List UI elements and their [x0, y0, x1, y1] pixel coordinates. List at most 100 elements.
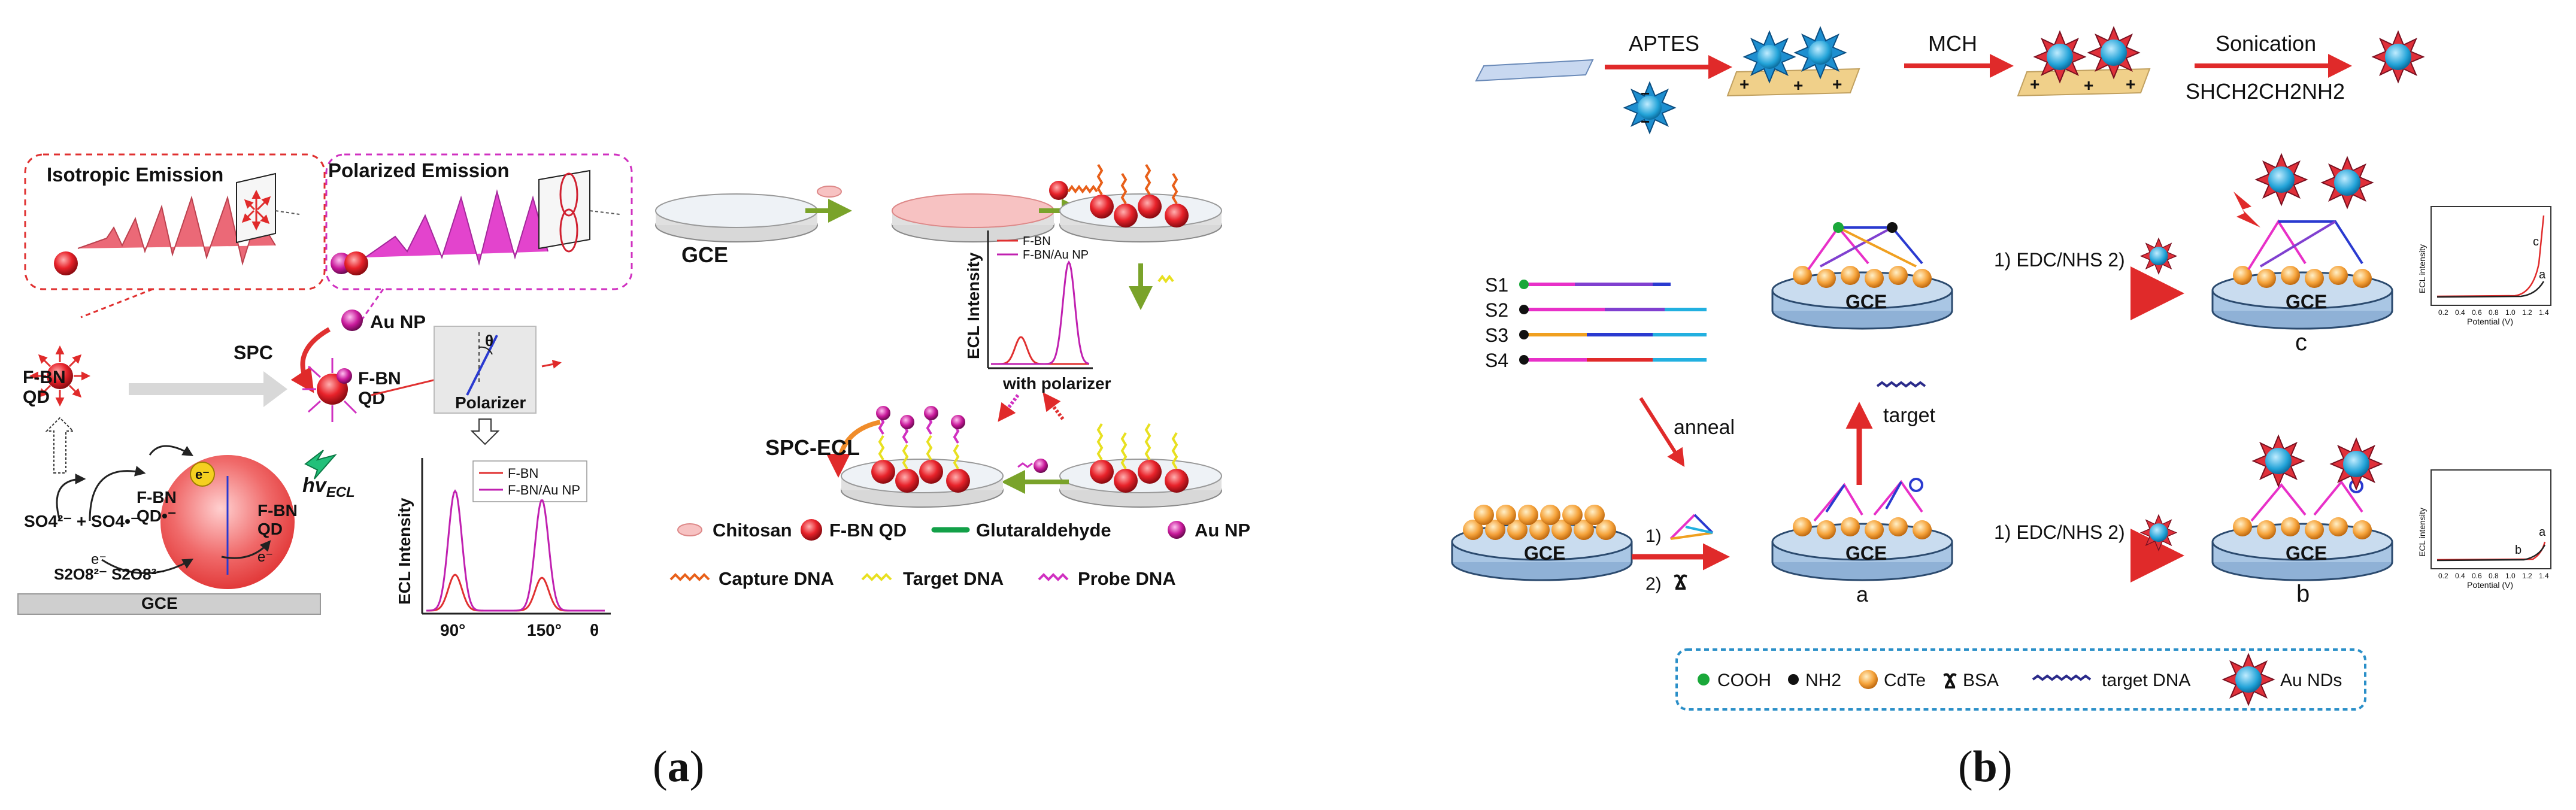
step1-label: 1) [1645, 526, 1662, 546]
legend-a: Chitosan F-BN QD Glutaraldehyde Au NP Ca… [669, 519, 1250, 589]
gce-label-c: GCE [2286, 291, 2327, 313]
gce-disc-final [841, 406, 1004, 508]
ecl-plot-left-xlabel: θ [590, 621, 599, 639]
legend-b-box [1675, 648, 2366, 711]
tick-label: 0.8 [2489, 572, 2499, 580]
ecl-plot-left [421, 458, 611, 615]
ecl-inset-plot [987, 230, 1093, 369]
polarizer-label: Polarizer [455, 393, 526, 412]
tick-label: 1.0 [2505, 572, 2516, 580]
electron-top: e⁻ [195, 467, 210, 482]
gce-label-cdte: GCE [1524, 542, 1565, 564]
ecl-inset-xlabel: with polarizer [1002, 374, 1111, 393]
panel-a: Isotropic Emission Polarized Emission [17, 153, 1250, 791]
tick-label: 0.2 [2438, 572, 2448, 580]
svg-text:+: + [1793, 76, 1803, 95]
isotropic-plane-icon [236, 172, 300, 244]
ecl-plot-c-xlabel: Potential (V) [2467, 317, 2513, 326]
isotropic-wave [54, 195, 276, 275]
edc-bottom-label: 1) EDC/NHS 2) [1994, 521, 2125, 543]
ecl-plot-left-ylabel: ECL Intensity [395, 497, 414, 605]
ecl-plot-left-legend-1: F-BN [508, 466, 538, 481]
aptes-label: APTES [1629, 31, 1699, 56]
reaction-scheme [17, 445, 337, 615]
gce-b [2211, 435, 2393, 581]
spc-arrow [290, 327, 331, 393]
legend-fbn-qd: F-BN QD [829, 520, 907, 541]
tick-label: 0.8 [2489, 308, 2499, 317]
legend-nh2: NH2 [1805, 671, 1841, 690]
radical-bottom: S2O8²⁻ S2O8²⁻ [54, 565, 165, 583]
tick-label: 1.4 [2539, 572, 2549, 580]
legend-bsa: BSA [1963, 671, 1999, 690]
ecl-plot-b-ylabel: ECL intensity [2417, 508, 2427, 557]
polarized-box [325, 153, 633, 290]
gce-disc-target [1059, 423, 1222, 508]
strand-s3: S3 [1485, 324, 1508, 346]
gce-target [1771, 222, 1953, 330]
label-a: a [1856, 582, 1869, 606]
tick-label: 1.2 [2522, 308, 2532, 317]
svg-text:a: a [2539, 268, 2546, 281]
dna-strands [1519, 280, 1707, 365]
legend-glutaraldehyde: Glutaraldehyde [976, 520, 1111, 541]
svg-text:+: + [1832, 75, 1842, 93]
svg-text:c: c [2533, 235, 2539, 248]
tick-label: 1.2 [2522, 572, 2532, 580]
gce-cdte [1451, 505, 1633, 581]
step2-label: 2) [1645, 574, 1662, 594]
gce-label-start: GCE [681, 242, 728, 267]
gce-disc-start [655, 193, 818, 242]
hv-label: hvECL [302, 474, 355, 500]
isotropic-title: Isotropic Emission [47, 163, 223, 186]
electron-right: e⁻ [257, 549, 273, 565]
gce-c [2211, 154, 2393, 330]
gce-label-target: GCE [1845, 291, 1887, 313]
au-nd-product [2372, 31, 2424, 83]
ecl-plot-b-xlabel: Potential (V) [2467, 580, 2513, 590]
capture-probe-icon [1049, 181, 1098, 200]
label-c: c [2295, 329, 2307, 356]
tick-label: 0.4 [2455, 572, 2465, 580]
legend-chitosan: Chitosan [713, 520, 792, 541]
ecl-plot-left-legend-2: F-BN/Au NP [508, 483, 580, 497]
radical-left: SO4²⁻ + SO4•⁻ [24, 512, 140, 530]
thiol-label: SHCH2CH2NH2 [2186, 79, 2345, 104]
ecl-inset-ylabel: ECL Intensity [964, 252, 983, 359]
spc-ecl-arrow [826, 420, 881, 478]
svg-text:−: − [1641, 84, 1650, 102]
target-label: target [1883, 404, 1935, 427]
panel-b: APTES − − + + + MCH + + + Sonication SHC… [1451, 27, 2551, 791]
down-arrow-polarizer [470, 418, 500, 445]
strand-s1: S1 [1485, 274, 1508, 296]
theta-label: θ [485, 332, 493, 350]
tick-label: 0.2 [2438, 308, 2448, 317]
svg-text:+: + [2084, 76, 2093, 95]
legend-cdte: CdTe [1884, 671, 1926, 690]
svg-text:+: + [1739, 75, 1749, 93]
caption-b: (b) [1958, 742, 2012, 791]
edc-top-label: 1) EDC/NHS 2) [1994, 249, 2125, 271]
tetrahedron-icon [1669, 514, 1714, 540]
svg-text:a: a [2539, 526, 2546, 539]
svg-text:+: + [2126, 75, 2135, 93]
gce-a [1771, 478, 1953, 581]
polarizer-box [434, 326, 562, 414]
svg-text:−: − [1641, 113, 1650, 131]
gce-disc-capture [1059, 163, 1222, 242]
strand-s2: S2 [1485, 299, 1508, 321]
isotropic-box [24, 153, 326, 290]
legend-au-nds: Au NDs [2280, 671, 2342, 690]
polarized-wave [331, 189, 548, 275]
svg-text:Ϫ: Ϫ [1943, 669, 1957, 693]
fbn-qd-left [29, 345, 90, 406]
sonication-label: Sonication [2216, 31, 2316, 56]
legend-target-dna-b: target DNA [2102, 671, 2190, 690]
polarized-plane-icon [538, 169, 620, 253]
